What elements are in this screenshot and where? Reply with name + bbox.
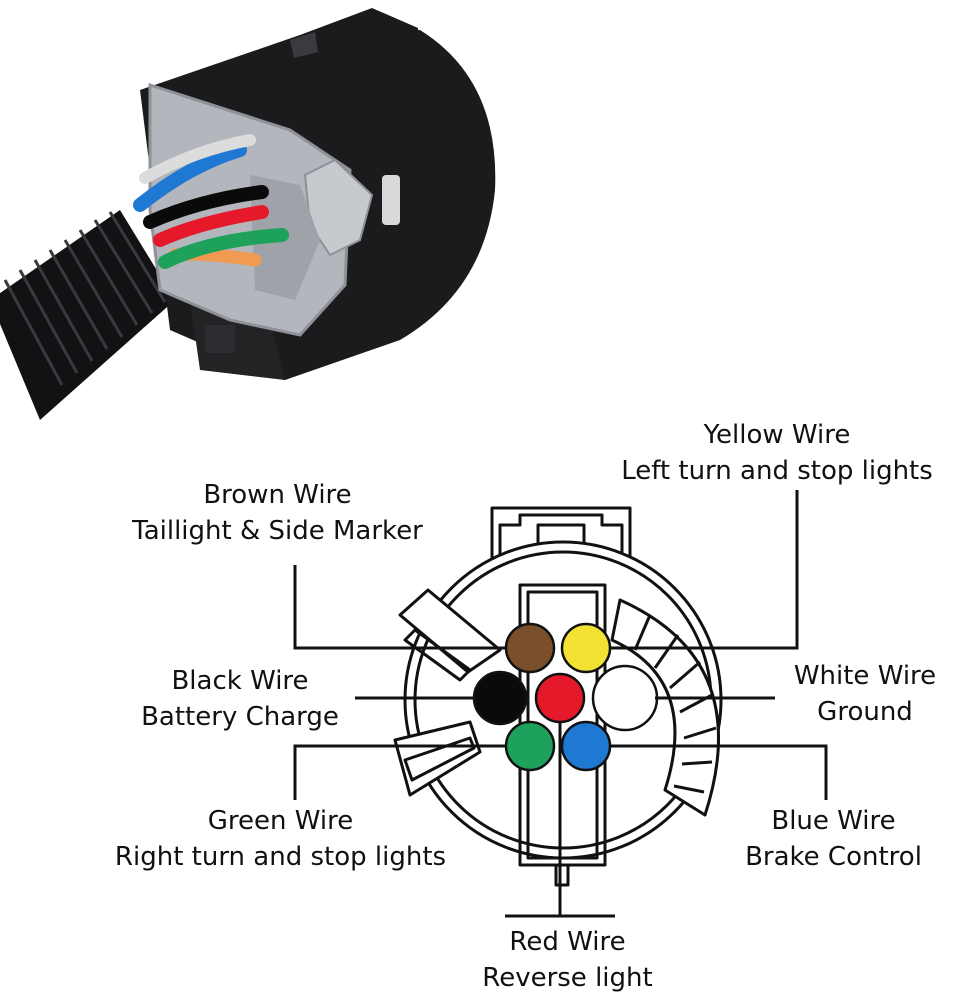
- leader-yellow: [610, 490, 799, 650]
- pin-green: [504, 720, 556, 772]
- label-brown-desc: Taillight & Side Marker: [132, 516, 423, 546]
- label-white-title: White Wire: [793, 661, 937, 691]
- leader-blue: [610, 744, 828, 800]
- label-yellow-title: Yellow Wire: [703, 420, 851, 450]
- pin-red: [534, 672, 586, 724]
- label-blue-desc: Brake Control: [745, 842, 922, 872]
- label-white-desc: Ground: [817, 697, 913, 727]
- pin-black: [472, 670, 528, 726]
- pin-brown: [504, 622, 556, 674]
- left-fins: [393, 588, 502, 797]
- label-brown: Brown Wire Taillight & Side Marker: [95, 477, 460, 549]
- pin-set: [472, 622, 659, 772]
- label-black-desc: Battery Charge: [141, 702, 339, 732]
- leader-lines: [293, 490, 828, 918]
- right-ribs: [610, 598, 720, 817]
- corrugated-loom: [0, 210, 175, 420]
- label-blue-title: Blue Wire: [771, 806, 896, 836]
- label-black-title: Black Wire: [171, 666, 309, 696]
- label-green-title: Green Wire: [207, 806, 354, 836]
- leader-green: [293, 744, 505, 800]
- label-green: Green Wire Right turn and stop lights: [83, 803, 478, 875]
- label-green-desc: Right turn and stop lights: [114, 842, 447, 872]
- label-white: White Wire Ground: [775, 658, 955, 730]
- pin-yellow: [560, 622, 612, 674]
- label-red: Red Wire Reverse light: [455, 924, 680, 996]
- label-blue: Blue Wire Brake Control: [726, 803, 941, 875]
- pin-blue: [560, 720, 612, 772]
- label-black: Black Wire Battery Charge: [120, 663, 360, 735]
- connector-photo: [0, 8, 496, 420]
- leader-brown: [293, 565, 505, 650]
- label-brown-title: Brown Wire: [203, 480, 352, 510]
- wire-bundle: [133, 134, 289, 269]
- label-yellow-desc: Left turn and stop lights: [621, 456, 933, 486]
- label-red-title: Red Wire: [509, 927, 626, 957]
- label-red-desc: Reverse light: [482, 963, 653, 993]
- label-yellow: Yellow Wire Left turn and stop lights: [597, 417, 955, 489]
- pin-white: [591, 664, 659, 732]
